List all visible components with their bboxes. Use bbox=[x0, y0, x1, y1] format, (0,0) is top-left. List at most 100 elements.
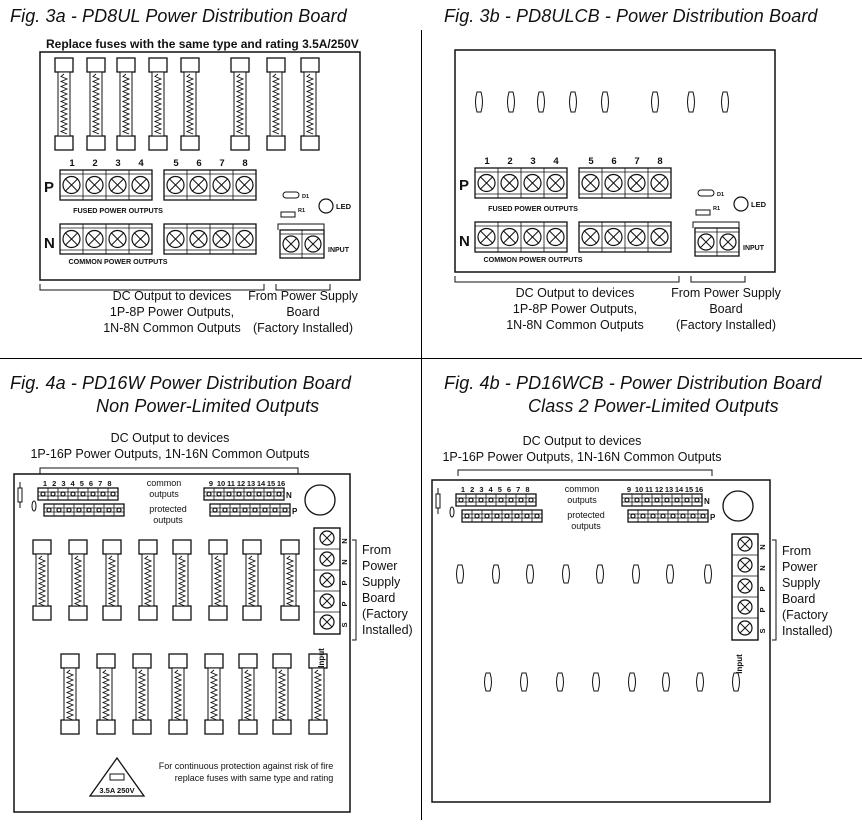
screw-head bbox=[272, 507, 278, 513]
fig4b-from-psu-label: From Power Supply Board (Factory Install… bbox=[782, 543, 844, 639]
screw-head bbox=[498, 497, 504, 503]
fig4a-title-line2: Non Power-Limited Outputs bbox=[96, 396, 320, 416]
screw-slot bbox=[652, 230, 667, 244]
fuse-element bbox=[177, 555, 187, 607]
fig3a-psu-line2: Board bbox=[286, 305, 320, 319]
input-screw bbox=[319, 530, 335, 546]
r1-label: R1 bbox=[713, 206, 720, 212]
input-screw bbox=[737, 536, 753, 552]
terminal-screw bbox=[514, 513, 520, 519]
terminal-number: 3 bbox=[530, 156, 535, 167]
fuse-element bbox=[247, 555, 257, 607]
screw-head bbox=[232, 507, 238, 513]
fuse-cap bbox=[68, 539, 88, 555]
screw-head bbox=[50, 491, 56, 497]
fuse-clip bbox=[662, 672, 670, 692]
fuse bbox=[148, 57, 168, 151]
fig3b-dc-line3: 1N-8N Common Outputs bbox=[506, 318, 644, 332]
p-row-label: P bbox=[44, 179, 54, 196]
input-screw bbox=[737, 620, 753, 636]
screw-head bbox=[690, 513, 696, 519]
p-strip-left bbox=[474, 167, 568, 199]
terminal-screw bbox=[664, 497, 670, 503]
terminal-number: 1 bbox=[484, 156, 490, 167]
common-outputs-label: COMMON POWER OUTPUTS bbox=[68, 257, 167, 266]
terminal-number: 3 bbox=[61, 479, 65, 488]
terminal-number: 1 bbox=[69, 158, 75, 169]
terminal-number: 6 bbox=[507, 485, 511, 494]
terminal-screw bbox=[46, 507, 52, 513]
p-strip-left bbox=[461, 509, 543, 523]
screw-slot bbox=[629, 230, 644, 244]
screw-head bbox=[80, 491, 86, 497]
fuse bbox=[272, 653, 292, 735]
fig3b-dc-line2: 1P-8P Power Outputs, bbox=[512, 302, 638, 316]
screw-head bbox=[100, 491, 106, 497]
input-term-label: S bbox=[340, 622, 349, 627]
fuse-element bbox=[153, 73, 163, 135]
terminal-number: 7 bbox=[634, 156, 639, 167]
fuse-element bbox=[213, 555, 223, 607]
horizontal-divider bbox=[0, 358, 862, 359]
fuse bbox=[54, 57, 74, 151]
screw-head bbox=[528, 497, 534, 503]
fig4b-psu-line6: Installed) bbox=[782, 624, 833, 638]
screw-slot bbox=[214, 178, 229, 192]
input-block-top bbox=[277, 223, 325, 230]
screw-head bbox=[478, 497, 484, 503]
fig4a-psu-line3: Supply bbox=[362, 575, 401, 589]
fuse-clip bbox=[721, 91, 729, 113]
screw-slot bbox=[87, 232, 102, 246]
screw-head bbox=[654, 497, 660, 503]
led-indicator bbox=[733, 196, 749, 212]
input-term-label: P bbox=[758, 586, 767, 591]
screw-head bbox=[670, 513, 676, 519]
terminal-number: 9 bbox=[627, 485, 631, 494]
screw-slot bbox=[284, 237, 298, 251]
terminal-number: 16 bbox=[695, 485, 703, 494]
screw-slot bbox=[721, 235, 735, 249]
fuse-cap bbox=[172, 605, 192, 621]
terminal-screw bbox=[62, 229, 81, 249]
screw-head bbox=[484, 513, 490, 519]
input-block-top bbox=[692, 221, 740, 228]
screw-head bbox=[256, 491, 262, 497]
screw-head bbox=[518, 497, 524, 503]
terminal-number: 6 bbox=[611, 156, 616, 167]
terminal-number: 6 bbox=[196, 158, 201, 169]
vertical-divider bbox=[421, 30, 422, 820]
fig3b-psu-line3: (Factory Installed) bbox=[675, 318, 777, 332]
mounting-hole bbox=[304, 484, 336, 516]
common-outputs-label: outputs bbox=[567, 495, 597, 505]
terminal-number: 7 bbox=[516, 485, 520, 494]
n-row-label: N bbox=[44, 235, 55, 252]
terminal-screw bbox=[166, 229, 185, 249]
terminal-number: 7 bbox=[219, 158, 224, 169]
input-term-label: N bbox=[758, 565, 767, 570]
terminal-screw bbox=[523, 227, 542, 247]
screw-slot bbox=[214, 232, 229, 246]
terminal-screw bbox=[85, 175, 104, 195]
input-label: INPUT bbox=[743, 245, 765, 252]
common-outputs-label: common bbox=[565, 484, 600, 494]
screw-head bbox=[458, 497, 464, 503]
small-diode bbox=[449, 506, 455, 518]
fig3a-psu-line3: (Factory Installed) bbox=[252, 321, 354, 335]
screw-head bbox=[76, 507, 82, 513]
terminal-number: 2 bbox=[52, 479, 56, 488]
fig4a-title-line1: Fig. 4a - PD16W Power Distribution Board bbox=[10, 373, 352, 393]
terminal-number: 5 bbox=[498, 485, 502, 494]
fuse bbox=[300, 57, 320, 151]
terminal-screw bbox=[50, 491, 56, 497]
common-outputs-label: outputs bbox=[149, 489, 179, 499]
screw-slot bbox=[64, 232, 79, 246]
terminal-screw bbox=[62, 175, 81, 195]
screw-head bbox=[106, 507, 112, 513]
terminal-screw bbox=[60, 491, 66, 497]
fuse-cap bbox=[168, 719, 188, 735]
dc-output-bracket bbox=[454, 276, 680, 283]
terminal-screw bbox=[719, 233, 737, 251]
screw-head bbox=[242, 507, 248, 513]
terminal-screw bbox=[528, 497, 534, 503]
fuse-cap bbox=[86, 135, 106, 151]
